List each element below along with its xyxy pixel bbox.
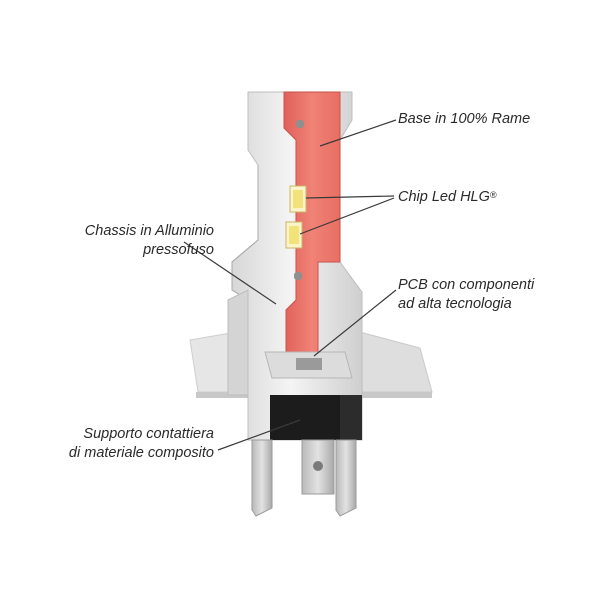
leader-chip-1	[305, 195, 395, 199]
label-support: Supporto contattiera di materiale compos…	[60, 425, 214, 463]
label-chip-mark: ®	[489, 190, 497, 200]
label-base: Base in 100% Rame	[398, 110, 530, 129]
label-pcb-line1: PCB con componenti	[398, 277, 535, 293]
label-chip: Chip Led HLG®	[398, 188, 497, 207]
leader-support	[217, 419, 301, 451]
label-chassis: Chassis in Alluminio pressofuso	[60, 222, 214, 260]
screw-bottom	[294, 272, 302, 280]
leader-chassis	[183, 241, 277, 305]
label-support-line2: di materiale composito	[68, 445, 214, 461]
terminal-hole	[313, 461, 323, 471]
label-pcb: PCB con componenti ad alta tecnologia	[398, 276, 534, 314]
label-chassis-line1: Chassis in Alluminio	[84, 223, 214, 239]
terminals	[251, 439, 357, 517]
label-pcb-line2: ad alta tecnologia	[398, 296, 512, 312]
pcb-board	[264, 351, 353, 379]
leader-chip-2	[299, 197, 395, 235]
label-support-line1: Supporto contattiera	[83, 426, 214, 442]
label-base-text: Base in 100% Rame	[398, 111, 531, 127]
label-chip-text: Chip Led HLG	[398, 189, 490, 205]
aluminium-chassis	[227, 91, 363, 441]
leader-lines	[183, 119, 397, 451]
composite-support	[270, 395, 362, 440]
screw-top	[296, 120, 304, 128]
label-chassis-line2: pressofuso	[143, 242, 214, 258]
led-chips	[285, 185, 307, 249]
leader-base	[319, 119, 397, 147]
leader-pcb	[313, 289, 397, 357]
